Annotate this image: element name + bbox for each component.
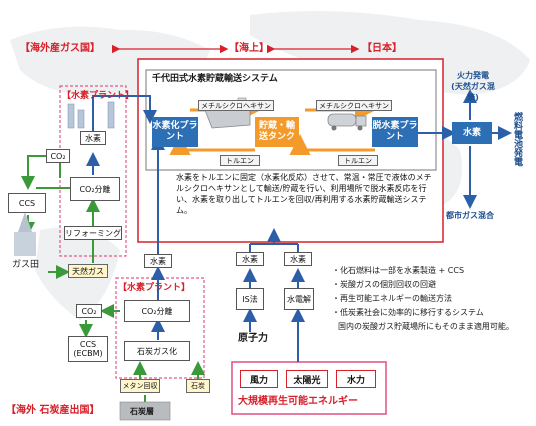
coal-seam-label: 石炭層 — [130, 407, 154, 416]
ccs-ecbm-box: CCS (ECBM) — [68, 336, 108, 362]
system-description: 水素をトルエンに固定（水素化反応）させて、常温・常圧で液体のメチルシクロヘキサン… — [176, 173, 432, 215]
coal-hydrogen-box: 水素 — [144, 254, 172, 268]
gas-co2-box: CO₂ — [46, 149, 70, 163]
bullet-item: ・再生可能エネルギーの輸送方法 — [332, 294, 452, 303]
mch-label-left: メチルシクロヘキサン — [198, 100, 274, 111]
region-japan: 【日本】 — [362, 43, 402, 54]
plant-building-icon — [67, 101, 115, 129]
coal-plant-label: 【水素プラント】 — [118, 283, 191, 293]
dehydrogenation-plant: 脱水素プラント — [372, 117, 418, 147]
coal-gasification-box: 石炭ガス化 — [124, 341, 190, 361]
coal-co2-box: CO₂ — [76, 304, 102, 318]
nuclear-label: 原子力 — [238, 333, 268, 344]
coal-co2-separation-box: CO₂分離 — [124, 300, 190, 322]
methane-recovery-label: メタン回収 — [120, 379, 160, 393]
is-method-box: IS法 — [236, 288, 264, 310]
large-scale-renewable-label: 大規模再生可能エネルギー — [238, 396, 358, 407]
storage-transport-tank: 貯蔵・輸送タンク — [255, 117, 299, 147]
region-overseas-gas: 【海外産ガス国】 — [20, 43, 100, 54]
natural-gas-label: 天然ガス — [68, 264, 108, 278]
gas-ccs-box: CCS — [8, 193, 46, 213]
bullet-item: ・炭酸ガスの個別回収の回避 — [332, 280, 436, 289]
region-overseas-coal: 【海外 石炭産出国】 — [6, 405, 100, 416]
japan-hydrogen-box: 水素 — [452, 122, 492, 144]
coal-label: 石炭 — [186, 379, 210, 393]
system-title: 千代田式水素貯蔵輸送システム — [152, 74, 278, 84]
gas-field-label: ガス田 — [12, 260, 40, 270]
bullet-item: ・低炭素社会に効率的に移行するシステム — [332, 308, 484, 317]
wind-box: 風力 — [240, 370, 278, 388]
tanker-truck-icon — [327, 113, 367, 131]
fuel-cell-label: 燃料電池発電 — [512, 112, 522, 166]
gas-field-icon — [14, 212, 36, 256]
solar-box: 太陽光 — [286, 370, 328, 388]
hydro-box: 水力 — [336, 370, 376, 388]
region-sea: 【海上】 — [229, 43, 269, 54]
gas-co2-separation-box: CO₂分離 — [70, 177, 120, 201]
toluene-label-left: トルエン — [220, 155, 260, 166]
gas-plant-label: 【水素プラント】 — [62, 91, 135, 101]
thermal-power-label: 火力発電 (天然ガス混焼) — [451, 71, 495, 102]
bullet-item: ・化石燃料は一部を水素製造 + CCS — [332, 266, 465, 275]
gas-hydrogen-box: 水素 — [80, 131, 106, 145]
hydrogenation-plant: 水素化プラント — [152, 117, 198, 147]
city-gas-label: 都市ガス混合 — [446, 211, 494, 220]
electrolysis-hydrogen-box: 水素 — [284, 252, 312, 266]
toluene-label-right: トルエン — [338, 155, 378, 166]
electrolysis-box: 水電解 — [284, 288, 314, 310]
bullet-item: 国内の炭酸ガス貯蔵場所にもそのまま適用可能。 — [338, 322, 514, 331]
reforming-box: リフォーミング — [64, 226, 122, 240]
is-hydrogen-box: 水素 — [236, 252, 264, 266]
mch-label-right: メチルシクロヘキサン — [316, 100, 392, 111]
